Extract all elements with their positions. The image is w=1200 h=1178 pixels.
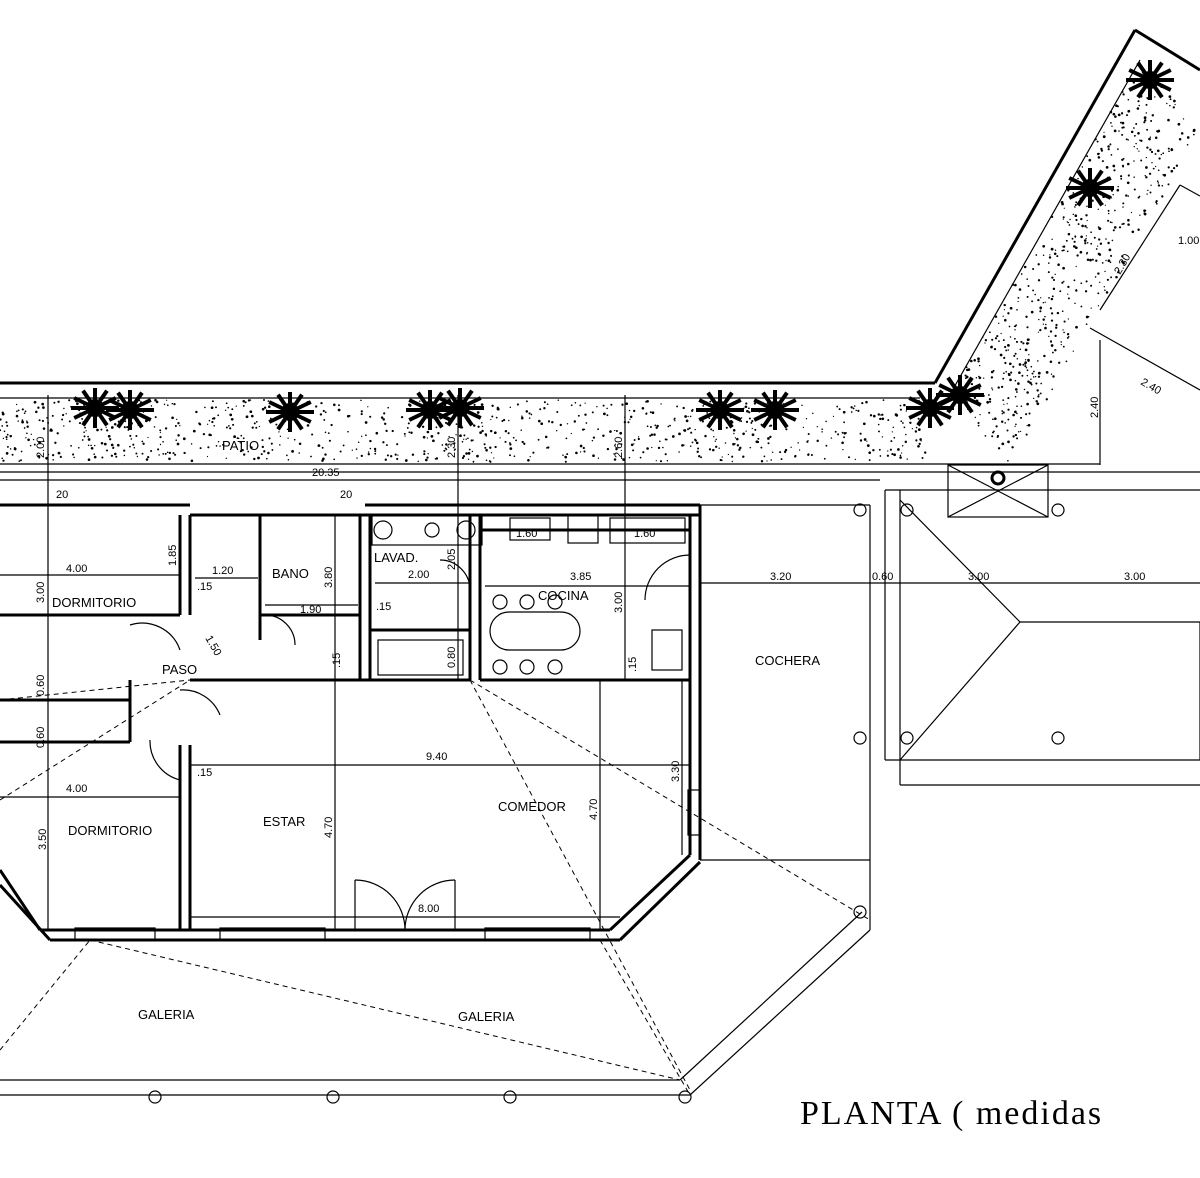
dim-2-05: 2.05 [446, 549, 458, 570]
stool [519, 659, 535, 675]
dim-1-60-a: 1.60 [516, 528, 537, 540]
dim-2-60-patio: 2.60 [613, 437, 625, 458]
dim-2-00-patio: 2.00 [35, 437, 47, 458]
dim-2-40-b: 2.40 [1139, 376, 1164, 397]
dim-15-b: .15 [376, 601, 391, 613]
dim-4-00-top: 4.00 [66, 563, 87, 575]
column [503, 1090, 517, 1104]
dim-8-00: 8.00 [418, 903, 439, 915]
label-estar: ESTAR [263, 814, 305, 829]
stools [492, 594, 563, 675]
label-galeria-right: GALERIA [458, 1009, 515, 1024]
label-bano: BANO [272, 566, 309, 581]
dim-1-00: 1.00 [1178, 235, 1199, 247]
columns [148, 503, 1065, 1104]
stool [547, 594, 563, 610]
dim-20-35: 20.35 [312, 467, 340, 479]
dim-2-30: 2.30 [1112, 252, 1133, 277]
dim-1-85: 1.85 [167, 545, 179, 566]
label-cochera: COCHERA [755, 653, 820, 668]
dim-0-60-c: 0.60 [35, 727, 47, 748]
house-walls [0, 503, 702, 942]
column [900, 503, 914, 517]
dim-15-e: .15 [627, 657, 639, 672]
stool [547, 659, 563, 675]
dim-3-50: 3.50 [37, 829, 49, 850]
label-galeria-left: GALERIA [138, 1007, 195, 1022]
door-arcs [129, 554, 691, 931]
column [1051, 503, 1065, 517]
kitchen-fixtures [371, 514, 686, 676]
plan-title: PLANTA ( medidas [800, 1095, 1103, 1132]
column [1051, 731, 1065, 745]
dim-15-d: .15 [331, 653, 343, 668]
column [900, 731, 914, 745]
gravel-texture [0, 64, 1196, 463]
dim-3-00-a: 3.00 [35, 582, 47, 603]
dim-0-60: 0.60 [872, 571, 893, 583]
dim-1-90: 1.90 [300, 604, 321, 616]
stool [519, 594, 535, 610]
label-cocina: COCINA [538, 588, 589, 603]
plant-icon [936, 375, 984, 415]
dim-3-20: 3.20 [770, 571, 791, 583]
plant-icon [751, 390, 799, 430]
plant-icon [436, 388, 484, 428]
plant-icon [106, 390, 154, 430]
label-lavad: LAVAD. [374, 550, 418, 565]
label-dormitorio-bottom: DORMITORIO [68, 823, 152, 838]
dim-3-00-d: 3.00 [1124, 571, 1145, 583]
dim-1-50: 1.50 [202, 634, 223, 659]
label-dormitorio-top: DORMITORIO [52, 595, 136, 610]
column [326, 1090, 340, 1104]
dim-20-b: 20 [340, 489, 352, 501]
dim-0-60-b: 0.60 [35, 675, 47, 696]
dim-1-20: 1.20 [212, 565, 233, 577]
dim-9-40: 9.40 [426, 751, 447, 763]
column [148, 1090, 162, 1104]
dim-2-30-patio: 2.30 [446, 437, 458, 458]
dim-4-00-bottom: 4.00 [66, 783, 87, 795]
dim-0-80: 0.80 [446, 647, 458, 668]
dim-4-70-b: 4.70 [588, 799, 600, 820]
dim-2-00: 2.00 [408, 569, 429, 581]
dim-3-00-b: 3.00 [613, 592, 625, 613]
column [853, 905, 867, 919]
dim-15-c: .15 [197, 767, 212, 779]
galeria-roof [0, 679, 871, 1096]
dim-4-70-a: 4.70 [323, 817, 335, 838]
dim-3-30: 3.30 [670, 761, 682, 782]
column [853, 731, 867, 745]
dim-3-00-c: 3.00 [968, 571, 989, 583]
dim-3-85: 3.85 [570, 571, 591, 583]
label-patio: PATIO [222, 438, 259, 453]
stool [492, 594, 508, 610]
plant-icon [696, 390, 744, 430]
dimension-lines [0, 340, 1200, 930]
dim-20-a: 20 [56, 489, 68, 501]
plant-icon [1126, 60, 1174, 100]
plant-icon [1066, 168, 1114, 208]
label-paso: PASO [162, 662, 197, 677]
dim-2-40-a: 2.40 [1089, 397, 1101, 418]
plant-icons [71, 60, 1174, 432]
dim-1-60-b: 1.60 [634, 528, 655, 540]
plant-icon [266, 392, 314, 432]
label-comedor: COMEDOR [498, 799, 566, 814]
cochera-structure [700, 464, 1200, 930]
column [853, 503, 867, 517]
patio-strip [0, 28, 1200, 473]
dim-3-80: 3.80 [323, 567, 335, 588]
stool [492, 659, 508, 675]
column [678, 1090, 692, 1104]
dim-15-a: .15 [197, 581, 212, 593]
